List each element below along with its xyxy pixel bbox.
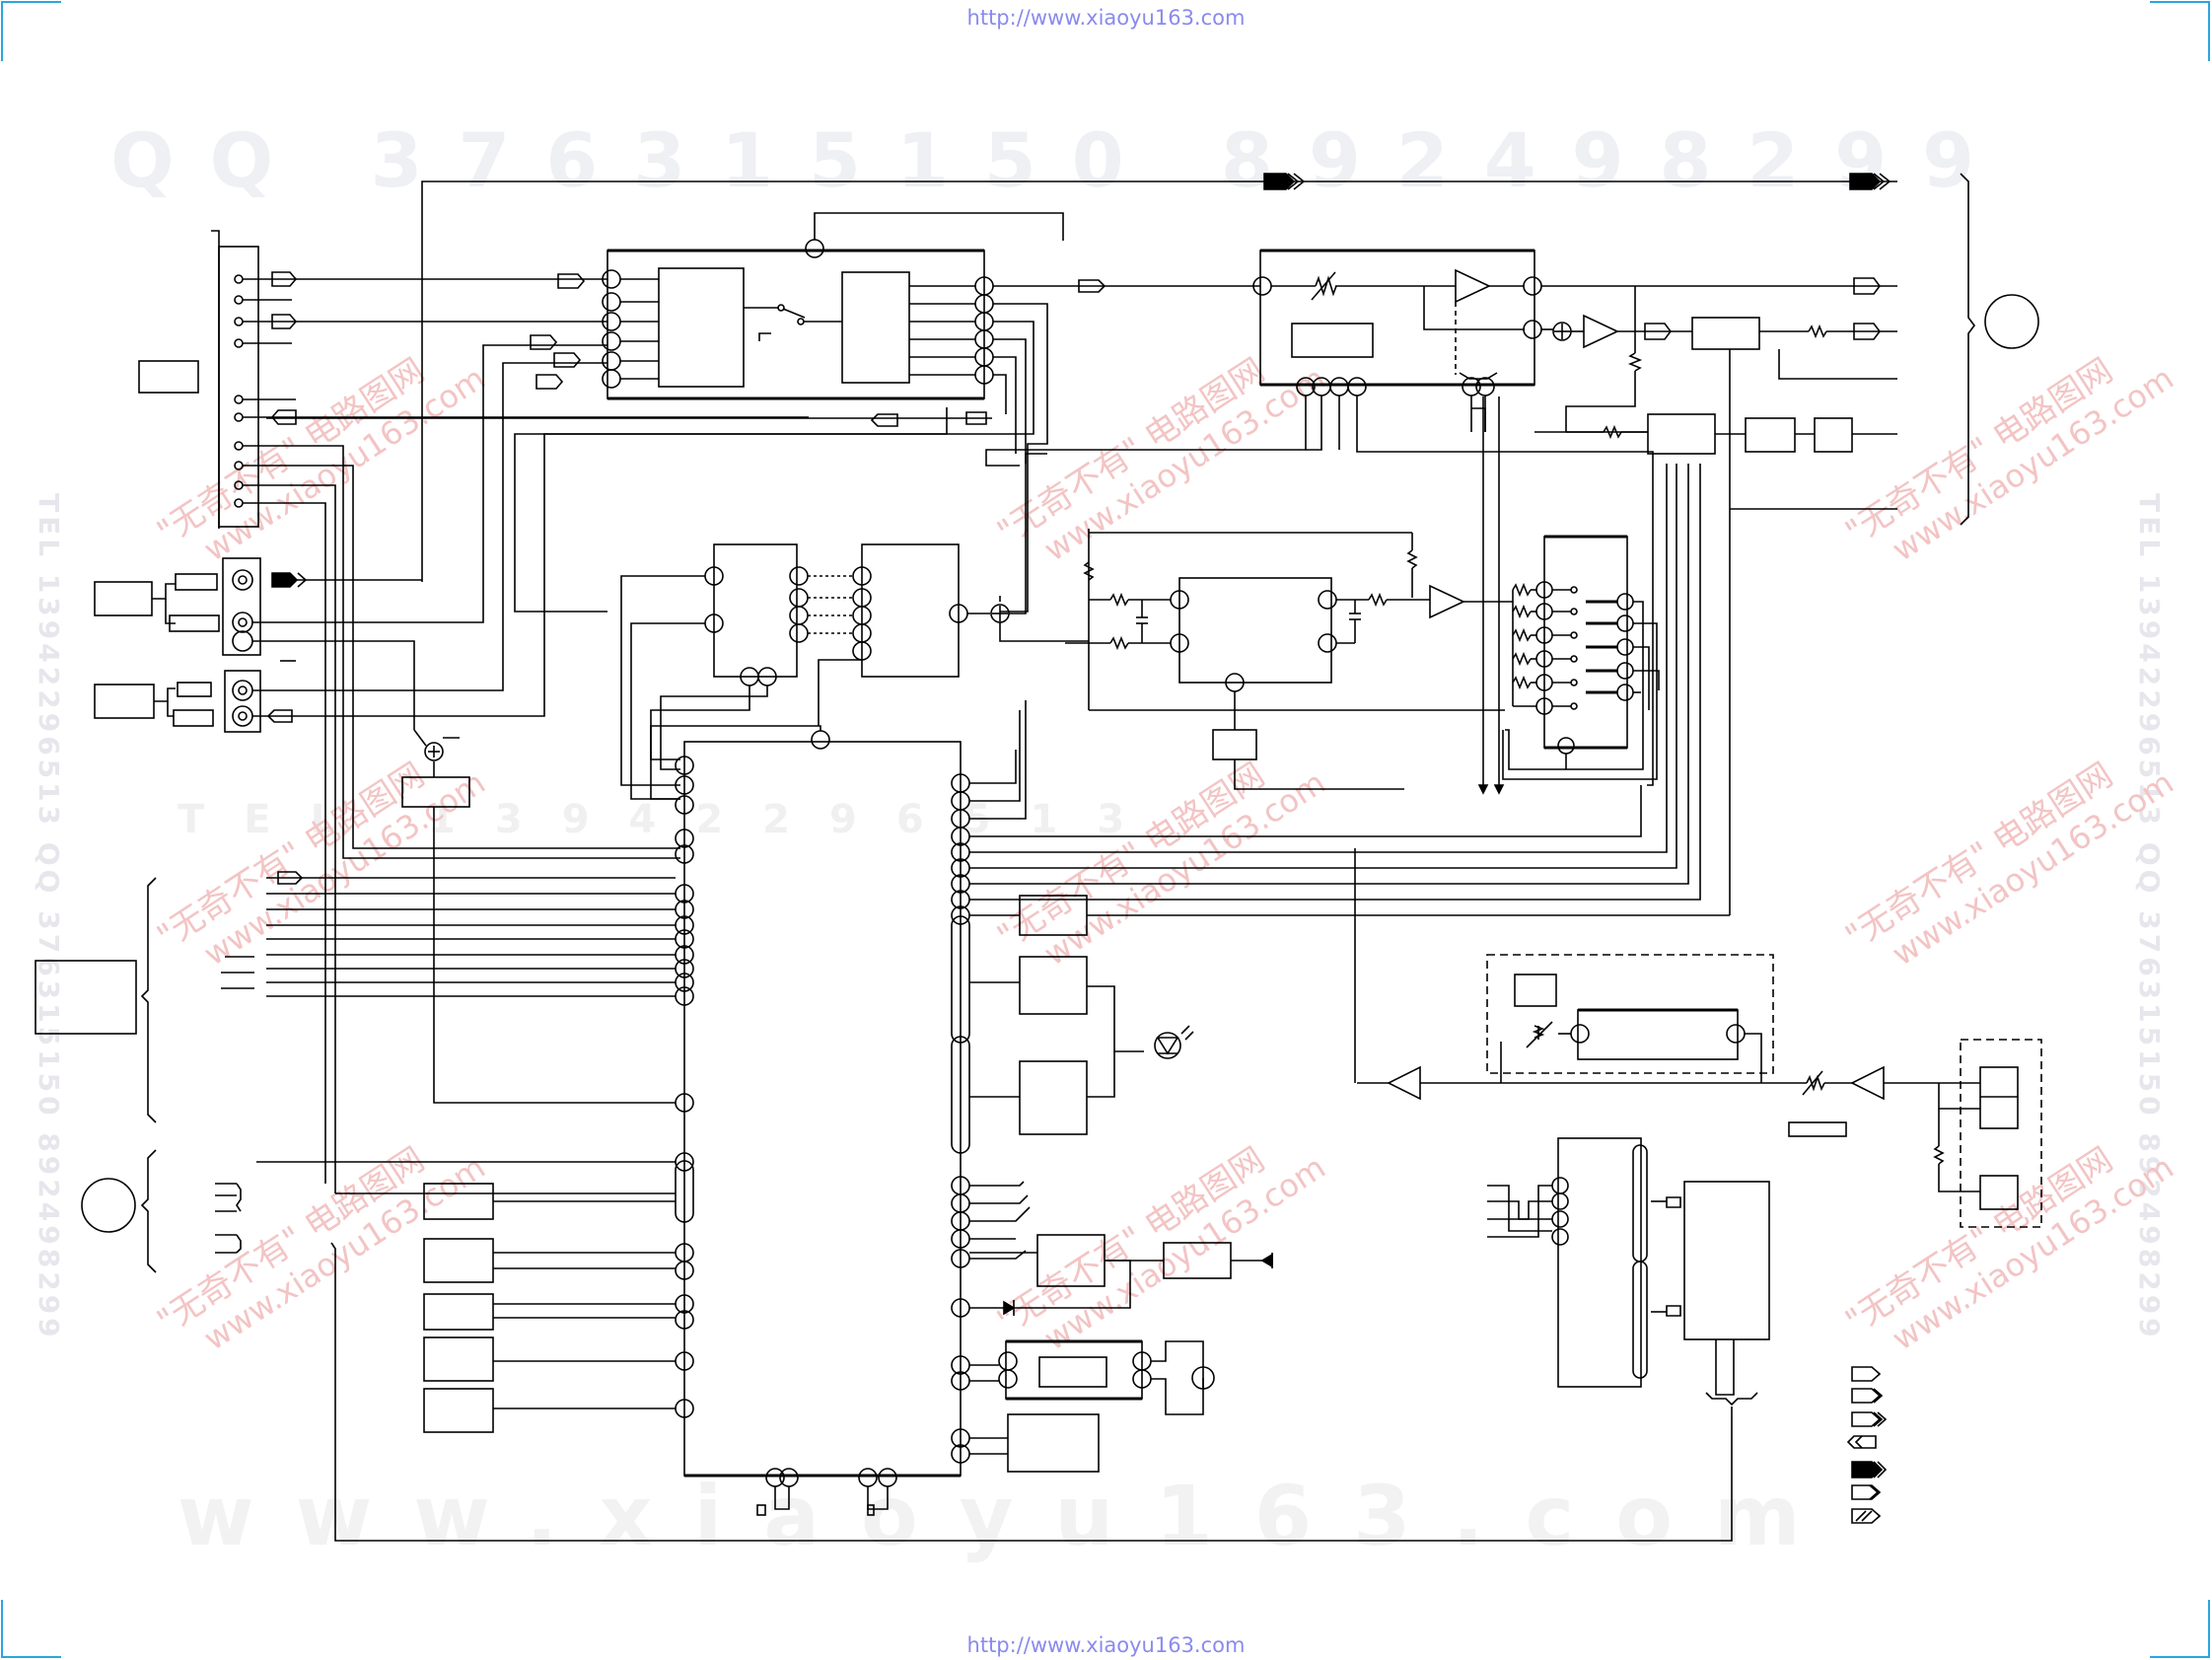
jack-block-1 xyxy=(94,344,607,730)
mcu-left-modules xyxy=(423,1183,676,1433)
mcu-right-bus xyxy=(969,397,1701,1083)
dsp-processor xyxy=(620,453,1089,800)
mcu-right-modules xyxy=(969,895,1730,1135)
watermark-site: www.xiaoyu163.com xyxy=(178,1468,1842,1564)
tuner-section xyxy=(1357,954,2042,1228)
mcu-left-bracket xyxy=(35,877,242,1273)
audio-amplifier-top xyxy=(985,249,1897,915)
multiplexer-ic xyxy=(1502,535,1660,780)
display-driver xyxy=(1487,1137,1770,1407)
output-connector-bracket xyxy=(1960,173,2039,526)
led-icon xyxy=(1156,1037,1179,1055)
main-microcontroller xyxy=(221,725,970,1516)
selector-ic xyxy=(266,212,1260,613)
bottom-return-bus xyxy=(330,1181,1733,1542)
summing-block-left xyxy=(401,729,470,808)
legend xyxy=(1846,1366,1888,1524)
tone-control-section xyxy=(1065,529,1513,790)
watermark-qq: QQ 376315150 892498299 xyxy=(110,116,2010,204)
connector-a xyxy=(1984,294,2039,349)
power-and-motor-section xyxy=(969,1234,1273,1473)
footer-url[interactable]: http://www.xiaoyu163.com xyxy=(966,1633,1246,1657)
header-url[interactable]: http://www.xiaoyu163.com xyxy=(966,6,1246,30)
input-connector xyxy=(138,230,809,1193)
top-bus xyxy=(421,173,1897,582)
